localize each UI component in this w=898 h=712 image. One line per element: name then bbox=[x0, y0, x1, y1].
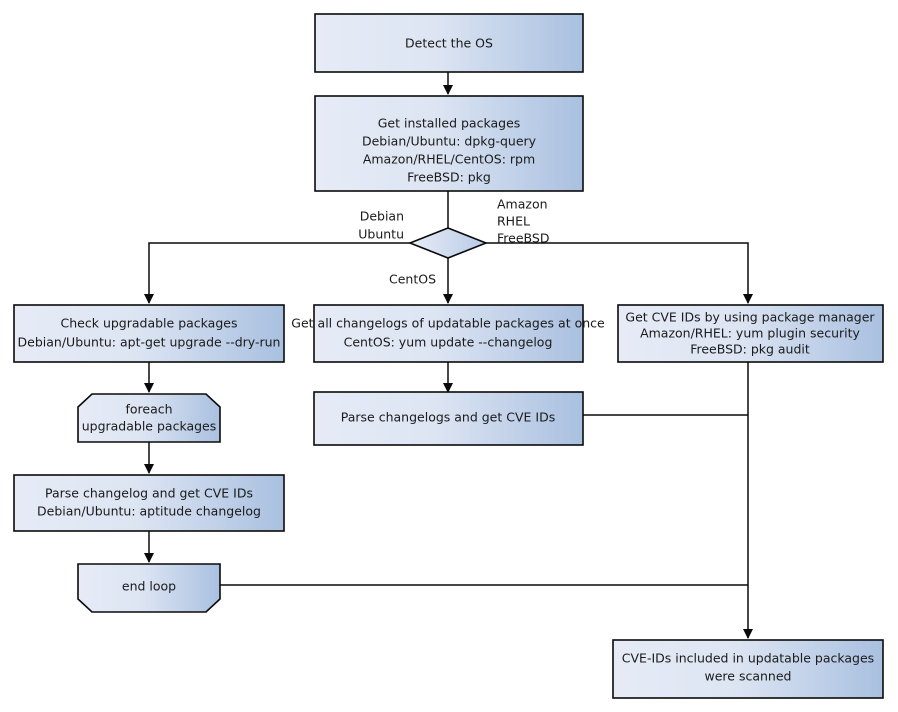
node-parse-changelog-debian-line-1: Debian/Ubuntu: aptitude changelog bbox=[37, 504, 261, 519]
node-detect-os[interactable]: Detect the OS bbox=[314, 13, 584, 73]
connector-decision-to-check-upgradable bbox=[144, 242, 410, 304]
node-get-cve-ids-pkgmgr[interactable]: Get CVE IDs by using package manager Ama… bbox=[617, 304, 884, 363]
node-get-all-changelogs-shape bbox=[313, 304, 584, 363]
node-check-upgradable-line-0: Check upgradable packages bbox=[61, 316, 238, 331]
node-parse-changelogs-centos-shape bbox=[313, 391, 584, 446]
node-foreach-loop-start-shape bbox=[77, 393, 221, 443]
node-detect-os-shape bbox=[314, 13, 584, 73]
node-parse-changelog-debian[interactable]: Parse changelog and get CVE IDs Debian/U… bbox=[13, 474, 285, 532]
node-get-installed-packages[interactable]: Get installed packages Debian/Ubuntu: dp… bbox=[314, 95, 584, 192]
node-get-all-changelogs[interactable]: Get all changelogs of updatable packages… bbox=[291, 304, 605, 363]
edge-label-branch-left-line-1: Ubuntu bbox=[358, 227, 404, 242]
node-scan-complete-line-1: were scanned bbox=[705, 669, 792, 684]
edge-label-branch-left: Debian Ubuntu bbox=[358, 209, 404, 242]
node-get-all-changelogs-line-1: CentOS: yum update --changelog bbox=[344, 335, 553, 350]
edge-label-branch-right-line-0: Amazon bbox=[497, 197, 548, 212]
connector-decision-to-get-cve-ids bbox=[486, 242, 753, 304]
node-get-cve-ids-pkgmgr-shape bbox=[617, 304, 884, 363]
node-get-installed-packages-shape bbox=[314, 95, 584, 192]
node-get-cve-ids-pkgmgr-line-1: Amazon/RHEL: yum plugin security bbox=[640, 326, 860, 341]
edge-label-branch-down: CentOS bbox=[389, 272, 436, 287]
node-parse-changelogs-centos-line-0: Parse changelogs and get CVE IDs bbox=[341, 410, 555, 425]
node-end-loop[interactable]: end loop bbox=[77, 563, 221, 613]
node-parse-changelog-debian-shape bbox=[13, 474, 285, 532]
node-scan-complete[interactable]: CVE-IDs included in updatable packages w… bbox=[612, 639, 884, 699]
edge-label-branch-right: Amazon RHEL FreeBSD bbox=[497, 197, 549, 246]
connector-layer bbox=[144, 72, 753, 639]
node-check-upgradable-shape bbox=[13, 304, 285, 363]
node-os-decision-shape bbox=[407, 227, 489, 259]
node-scan-complete-shape bbox=[612, 639, 884, 699]
edge-label-branch-right-line-1: RHEL bbox=[497, 214, 530, 229]
node-foreach-loop-start-line-0: foreach bbox=[125, 402, 172, 417]
edge-label-branch-right-line-2: FreeBSD bbox=[497, 231, 549, 246]
node-end-loop-line-0: end loop bbox=[122, 579, 176, 594]
node-get-all-changelogs-line-0: Get all changelogs of updatable packages… bbox=[291, 316, 605, 331]
node-get-installed-packages-line-1: Debian/Ubuntu: dpkg-query bbox=[362, 134, 537, 149]
node-scan-complete-line-0: CVE-IDs included in updatable packages bbox=[622, 651, 874, 666]
node-foreach-loop-start[interactable]: foreach upgradable packages bbox=[77, 393, 221, 443]
edge-label-branch-down-line-0: CentOS bbox=[389, 272, 436, 287]
node-get-installed-packages-line-2: Amazon/RHEL/CentOS: rpm bbox=[363, 152, 535, 167]
node-parse-changelog-debian-line-0: Parse changelog and get CVE IDs bbox=[45, 486, 253, 501]
node-foreach-loop-start-line-1: upgradable packages bbox=[82, 419, 217, 434]
node-get-installed-packages-line-3: FreeBSD: pkg bbox=[407, 170, 491, 185]
node-get-installed-packages-line-0: Get installed packages bbox=[378, 116, 521, 131]
edge-label-branch-left-line-0: Debian bbox=[360, 209, 404, 224]
node-os-decision[interactable] bbox=[407, 227, 489, 259]
node-check-upgradable-line-1: Debian/Ubuntu: apt-get upgrade --dry-run bbox=[18, 335, 281, 350]
node-get-cve-ids-pkgmgr-line-2: FreeBSD: pkg audit bbox=[690, 342, 810, 357]
node-get-cve-ids-pkgmgr-line-0: Get CVE IDs by using package manager bbox=[625, 310, 875, 325]
node-detect-os-line-0: Detect the OS bbox=[405, 36, 493, 51]
node-parse-changelogs-centos[interactable]: Parse changelogs and get CVE IDs bbox=[313, 391, 584, 446]
node-check-upgradable[interactable]: Check upgradable packages Debian/Ubuntu:… bbox=[13, 304, 285, 363]
node-end-loop-shape bbox=[77, 563, 221, 613]
